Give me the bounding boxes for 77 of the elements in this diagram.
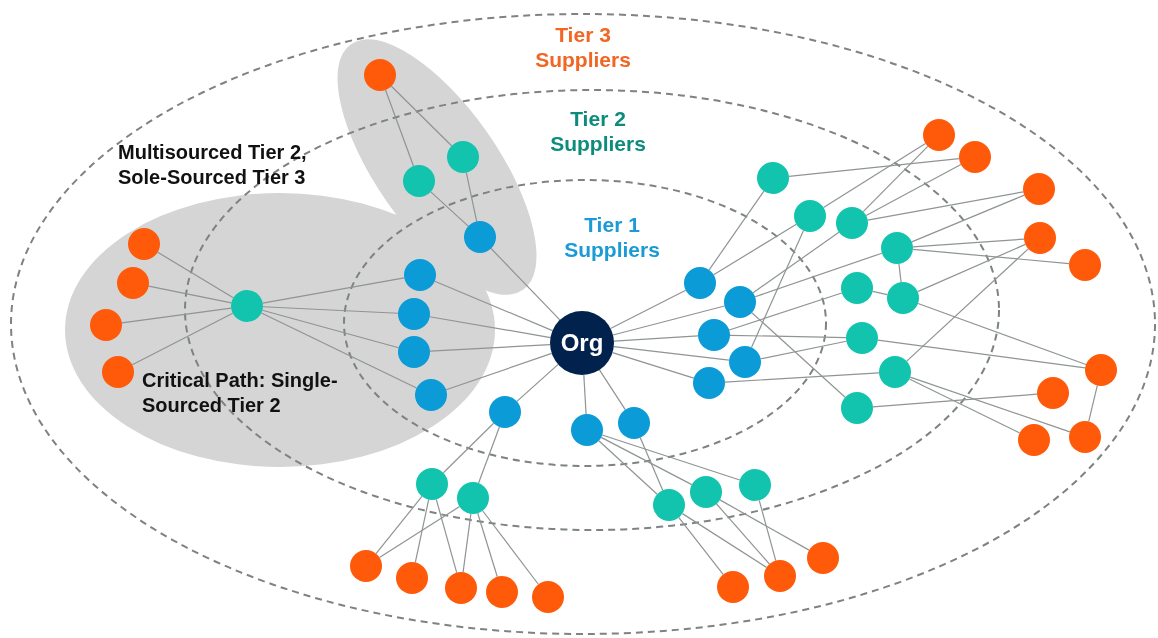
connector-line xyxy=(465,172,478,222)
tier-label: Tier 1 Suppliers xyxy=(563,212,661,263)
connector-line xyxy=(917,243,1026,293)
connector-line xyxy=(148,285,232,304)
connector-line xyxy=(724,372,880,383)
connector-line xyxy=(430,191,469,227)
connector-line xyxy=(490,247,561,321)
connector-line xyxy=(414,499,430,563)
connector-line xyxy=(681,513,768,568)
connector-line xyxy=(583,374,587,415)
org-node: Org xyxy=(550,311,614,375)
connector-line xyxy=(609,289,687,330)
connector-line xyxy=(477,426,501,484)
connector-line xyxy=(865,163,962,217)
connector-line xyxy=(598,440,658,495)
connector-line xyxy=(613,346,730,361)
connector-line xyxy=(611,352,695,379)
connector-line xyxy=(911,194,1025,243)
connector-line xyxy=(912,238,1025,248)
connector-line xyxy=(867,191,1024,221)
connector-line xyxy=(121,307,232,324)
connector-line xyxy=(862,145,929,213)
connector-line xyxy=(758,499,777,562)
connector-line xyxy=(872,290,888,296)
connector-line xyxy=(375,495,423,555)
connector-line xyxy=(713,223,797,276)
connector-line xyxy=(716,503,770,565)
cluster-caption: Multisourced Tier 2, Sole-Sourced Tier 3 xyxy=(118,140,308,190)
connector-line xyxy=(462,513,472,573)
connector-line xyxy=(908,378,1021,434)
tier-label: Tier 3 Suppliers xyxy=(534,22,632,73)
connector-line xyxy=(729,334,847,339)
connector-line xyxy=(429,344,551,352)
connector-line xyxy=(708,190,765,271)
connector-line xyxy=(912,248,1070,265)
connector-line xyxy=(612,305,726,336)
connector-line xyxy=(613,335,699,342)
connector-line xyxy=(917,302,1087,366)
connector-line xyxy=(378,505,461,558)
tier-label: Tier 2 Suppliers xyxy=(549,106,647,157)
connector-line xyxy=(260,312,418,389)
connector-line xyxy=(261,309,400,349)
connector-line xyxy=(750,230,805,348)
connector-line xyxy=(598,369,626,411)
connector-line xyxy=(516,363,559,402)
connector-line xyxy=(131,312,234,366)
connector-line xyxy=(639,437,664,491)
connector-line xyxy=(434,280,554,332)
connector-line xyxy=(822,142,927,209)
connector-line xyxy=(445,352,553,391)
connector-line xyxy=(788,158,960,177)
connector-line xyxy=(384,89,415,167)
cluster-caption: Critical Path: Single-Sourced Tier 2 xyxy=(142,368,339,418)
connector-line xyxy=(435,498,458,574)
connector-line xyxy=(678,517,724,575)
connector-line xyxy=(719,499,810,551)
connector-line xyxy=(877,339,1086,369)
connector-line xyxy=(390,85,453,147)
connector-line xyxy=(752,231,840,294)
connector-line xyxy=(909,376,1071,433)
connector-line xyxy=(442,422,495,474)
connector-line xyxy=(898,263,902,283)
connector-line xyxy=(760,340,847,360)
connector-line xyxy=(751,312,846,398)
connector-line xyxy=(262,277,405,304)
connector-line xyxy=(482,510,539,585)
connector-line xyxy=(262,306,399,314)
connector-line xyxy=(429,316,552,339)
connector-line xyxy=(754,252,883,298)
connector-line xyxy=(477,512,498,578)
connector-line xyxy=(600,436,693,486)
connector-line xyxy=(1088,384,1098,423)
connector-line xyxy=(906,248,1029,362)
connector-line xyxy=(728,292,843,331)
connector-line xyxy=(872,393,1038,408)
connector-line xyxy=(157,251,234,299)
connector-line xyxy=(601,434,741,481)
